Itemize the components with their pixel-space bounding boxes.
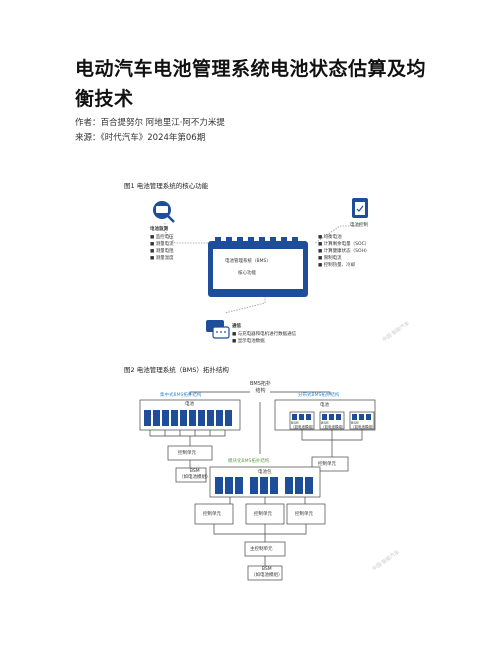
root-label: BMS拓扑 结构 <box>250 381 271 394</box>
distributed-control: 控制单元 <box>318 462 336 467</box>
bms-terminals <box>215 237 298 242</box>
centralized-control: 控制单元 <box>178 451 196 456</box>
modular-bsm: BSM （如电池模组） <box>251 567 283 578</box>
control-title: 电池控制 <box>350 223 368 228</box>
distributed-title: 分布式BMS拓扑结构 <box>298 393 340 398</box>
connector-monitor <box>159 223 208 244</box>
figure-2-diagram <box>139 391 376 581</box>
bms-center-line2: 核心功能 <box>238 271 256 276</box>
centralized-bsm: BSM （如电池模组） <box>179 469 211 480</box>
distributed-bsm: BSM （如电池模组） <box>291 421 316 429</box>
modular-control: 控制单元 <box>203 512 221 517</box>
monitor-item: ■ 测量温度 <box>150 256 174 261</box>
bms-center-line1: 电池管理系统（BMS） <box>225 259 271 264</box>
control-item: ■ 计算健康状态（SOH） <box>318 249 370 254</box>
control-item: ■ 限制电流 <box>318 256 342 261</box>
connector-comm <box>224 296 266 314</box>
modular-control: 控制单元 <box>295 512 313 517</box>
control-item: ■ 控制热量、冷却 <box>318 263 356 268</box>
modular-control: 控制单元 <box>254 512 272 517</box>
control-item: ■ 均衡电池 <box>318 235 342 240</box>
figure-1: 图1 电池管理系统的核心功能 电池监测 ■ 监控电压 ■ 测量电流 ■ 测量电阻… <box>120 178 420 358</box>
modular-pack: 电池包 <box>258 470 272 475</box>
distributed-bsm: BSM （如电池模组） <box>321 421 346 429</box>
battery-cells <box>144 410 371 494</box>
figure-2-caption: 图2 电池管理系统（BMS）拓扑结构 <box>124 366 229 374</box>
bms-inner <box>213 249 303 289</box>
figure-1-diagram <box>153 198 368 339</box>
centralized-title: 集中式BMS拓扑结构 <box>160 393 202 398</box>
centralized-pack: 电池 <box>185 402 194 407</box>
figure-2: 图2 电池管理系统（BMS）拓扑结构 <box>120 362 420 592</box>
article-title: 电动汽车电池管理系统电池状态估算及均衡技术 <box>75 58 427 110</box>
monitor-item: ■ 测量电阻 <box>150 249 174 254</box>
control-item: ■ 计算剩余电量（SOC） <box>318 242 370 247</box>
article-authors: 作者：百合提努尔 阿地里江·阿不力米提 <box>75 118 225 128</box>
monitor-item: ■ 测量电流 <box>150 242 174 247</box>
comm-item: ■ 与充电器和电机进行数据通信 <box>232 332 297 337</box>
distributed-pack: 电池 <box>320 403 329 408</box>
distributed-bsm: BSM （如电池模组） <box>351 421 376 429</box>
monitor-title: 电池监测 <box>150 227 168 232</box>
comm-item: ■ 显示电池数据 <box>232 339 265 344</box>
connector-control <box>314 223 361 244</box>
figure-1-caption: 图1 电池管理系统的核心功能 <box>124 182 209 190</box>
article-source: 来源：《时代汽车》2024年第06期 <box>75 133 206 143</box>
comm-title: 通信 <box>232 324 241 329</box>
monitor-item: ■ 监控电压 <box>150 235 174 240</box>
modular-master: 主控制单元 <box>250 547 273 552</box>
modular-title: 模块化BMS拓扑结构 <box>228 459 270 464</box>
